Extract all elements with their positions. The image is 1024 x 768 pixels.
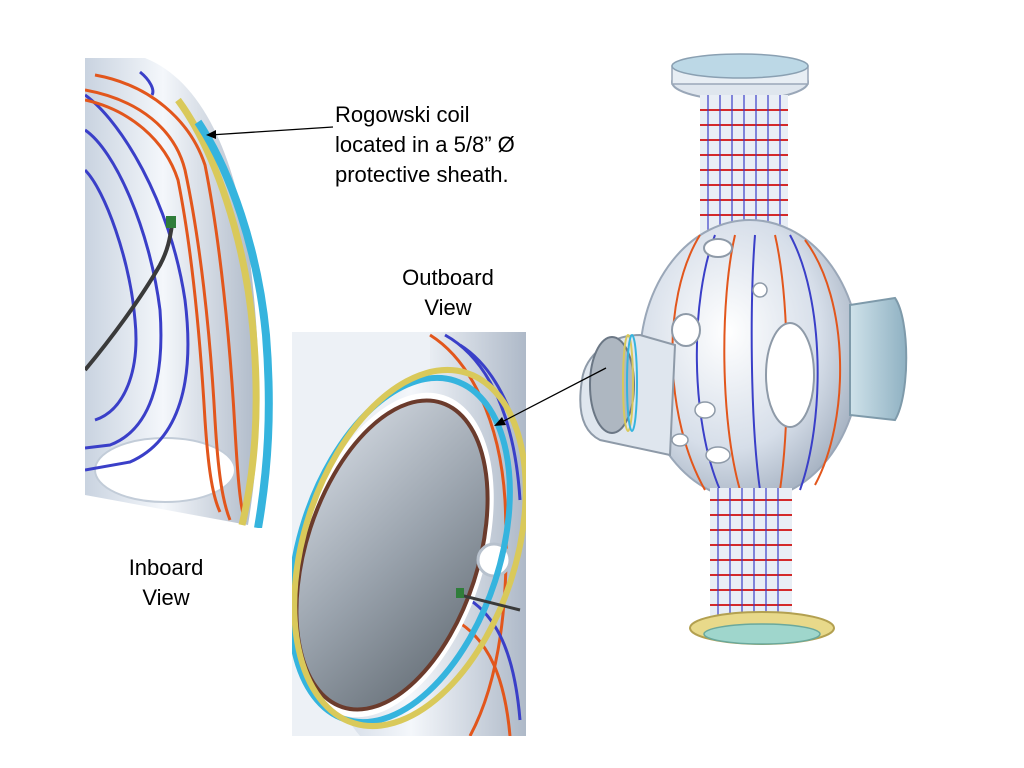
inboard-label-line-2: View <box>142 585 190 610</box>
callout-line-1: Rogowski coil <box>335 102 470 127</box>
rogowski-coil-callout: Rogowski coil located in a 5/8” Ø protec… <box>335 100 515 190</box>
outboard-view-image <box>292 332 526 736</box>
connector-icon <box>456 588 464 598</box>
callout-line-2: located in a 5/8” Ø <box>335 132 515 157</box>
outboard-leader-line <box>494 367 607 426</box>
vacuum-vessel-image <box>579 53 908 645</box>
inboard-view-label: Inboard View <box>108 553 224 613</box>
outboard-view-label: Outboard View <box>386 263 510 323</box>
connector-icon <box>166 216 176 228</box>
outboard-label-line-1: Outboard <box>402 265 494 290</box>
callout-leader-line <box>206 126 334 139</box>
outboard-label-line-2: View <box>424 295 472 320</box>
callout-line-3: protective sheath. <box>335 162 509 187</box>
inboard-label-line-1: Inboard <box>128 555 204 580</box>
inboard-view-image <box>85 58 273 528</box>
